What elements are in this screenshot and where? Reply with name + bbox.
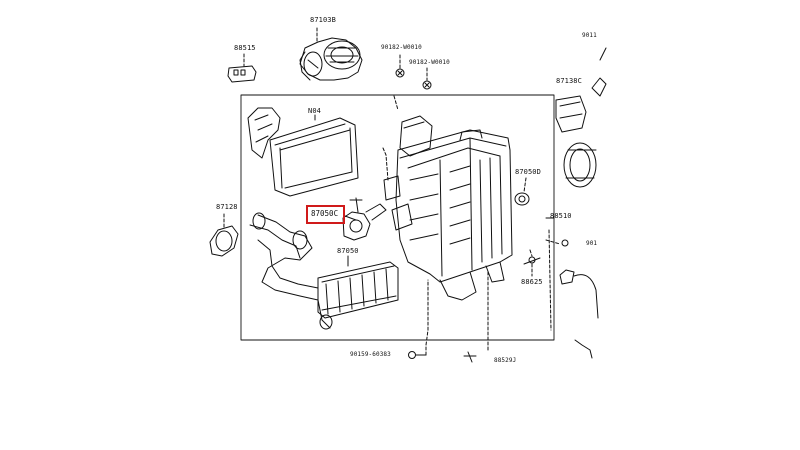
label-901: 901	[586, 240, 598, 247]
blower-motor-illustration	[299, 27, 363, 81]
label-88515: 88515	[234, 44, 256, 52]
screw-90182-illustration	[395, 54, 432, 90]
label-9011: 9011	[582, 32, 597, 39]
label-87128: 87128	[216, 203, 238, 211]
label-90159: 90159-60383	[350, 351, 391, 358]
label-88529: 88529J	[494, 357, 517, 364]
label-87050c-highlighted: 87050C	[311, 209, 339, 218]
hvac-housing-illustration	[383, 115, 513, 301]
grommet-87128-illustration	[209, 213, 239, 257]
actuator-87050d-illustration	[514, 177, 530, 206]
label-87103b: 87103B	[310, 16, 336, 24]
highlight-box	[306, 205, 345, 224]
label-87050: 87050	[337, 247, 359, 255]
evaporator-illustration	[247, 107, 359, 197]
label-88625: 88625	[521, 278, 543, 286]
label-87138c: 87138C	[556, 77, 582, 85]
heater-core-illustration	[249, 212, 399, 330]
connector-88515-illustration	[227, 53, 257, 83]
label-90182-lower: 90182-W0010	[409, 59, 450, 66]
servo-motor-illustration	[342, 197, 387, 241]
screw-88625-illustration	[523, 249, 541, 277]
right-side-parts-illustration	[555, 47, 607, 359]
label-n04: N04	[308, 107, 321, 115]
screw-90159-illustration	[408, 271, 489, 363]
label-90182-upper: 90182-W0010	[381, 44, 422, 51]
label-87050d: 87050D	[515, 168, 541, 176]
label-88510: 88510	[550, 212, 572, 220]
